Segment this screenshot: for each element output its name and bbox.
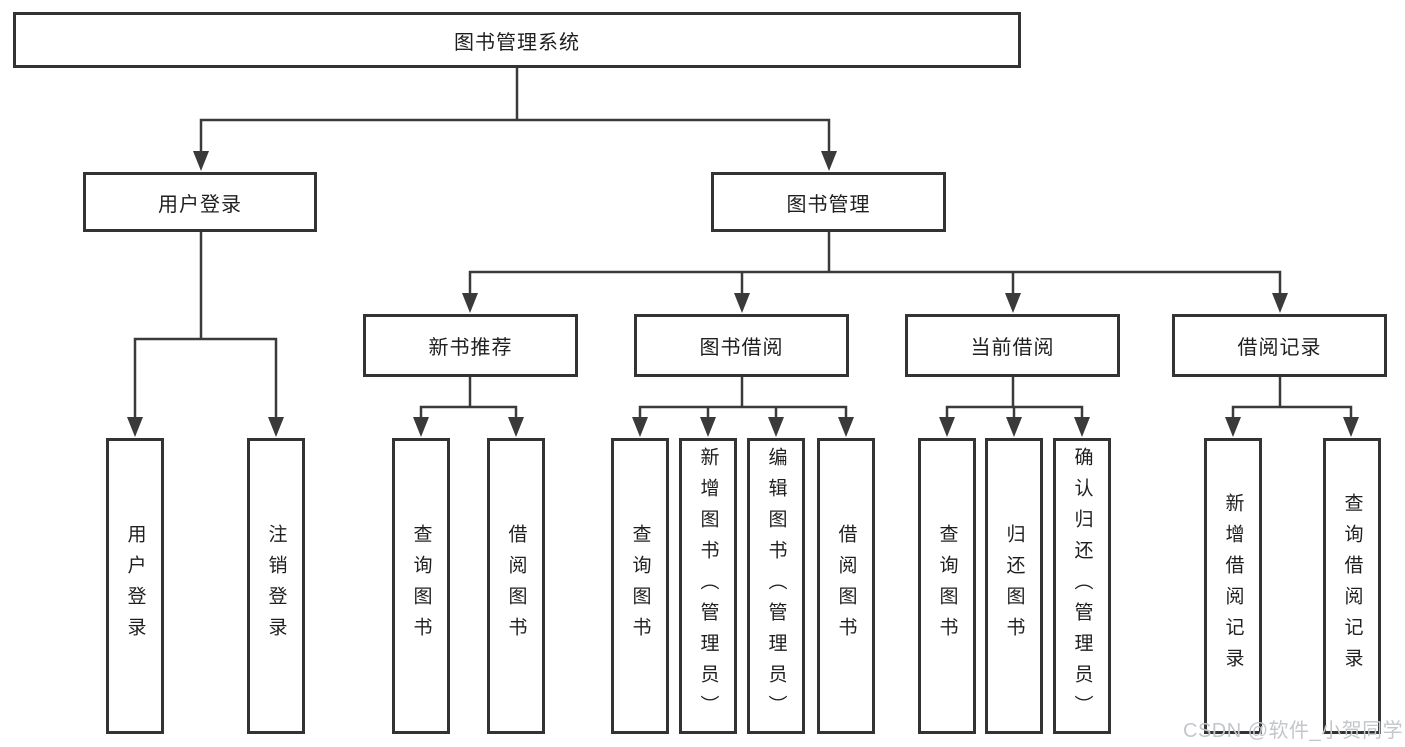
- leaf-borrow-books-recommend-label: 借阅图书: [505, 524, 527, 648]
- arrowhead-icon: [462, 293, 478, 313]
- leaf-edit-book-admin: 编辑图书（管理员）: [747, 438, 805, 734]
- connector-lines: [133, 230, 278, 425]
- leaf-query-borrow-record-label: 查询借阅记录: [1341, 493, 1363, 679]
- node-user-login-label: 用户登录: [158, 193, 242, 216]
- connector-userlogin-to-leaves: [127, 230, 284, 437]
- leaf-logout-label: 注销登录: [265, 524, 287, 648]
- leaf-edit-book-admin-label: 编辑图书（管理员）: [765, 446, 787, 726]
- node-root: 图书管理系统: [13, 12, 1021, 68]
- node-current-borrow-label: 当前借阅: [970, 337, 1055, 359]
- leaf-query-books-borrow: 查询图书: [611, 438, 669, 734]
- csdn-watermark: CSDN @软件_小贺同学: [1183, 720, 1404, 742]
- arrowhead-icon: [1006, 417, 1022, 437]
- node-borrow-records: 借阅记录: [1172, 314, 1387, 377]
- arrowhead-icon: [939, 417, 955, 437]
- leaf-logout: 注销登录: [247, 438, 305, 734]
- arrowhead-icon: [1272, 293, 1288, 313]
- connector-borrow-to-leaves: [632, 375, 854, 437]
- node-book-management-label: 图书管理: [786, 193, 871, 216]
- connector-lines: [638, 375, 848, 425]
- connector-records-to-leaves: [1225, 375, 1359, 437]
- leaf-query-books-recommend: 查询图书: [392, 438, 450, 734]
- node-book-borrow: 图书借阅: [634, 314, 849, 377]
- leaf-add-borrow-record-label: 新增借阅记录: [1222, 493, 1244, 679]
- leaf-add-borrow-record: 新增借阅记录: [1204, 438, 1262, 734]
- arrowhead-icon: [734, 293, 750, 313]
- leaf-confirm-return-admin-label: 确认归还（管理员）: [1071, 446, 1093, 726]
- leaf-user-login: 用户登录: [106, 438, 164, 734]
- leaf-query-borrow-record: 查询借阅记录: [1323, 438, 1381, 734]
- connector-newbook-to-leaves: [413, 375, 524, 437]
- arrowhead-icon: [768, 417, 784, 437]
- arrowhead-icon: [1343, 417, 1359, 437]
- node-user-login: 用户登录: [83, 172, 317, 232]
- connector-lines: [199, 66, 831, 159]
- leaf-add-book-admin: 新增图书（管理员）: [679, 438, 737, 734]
- connector-lines: [468, 230, 1282, 301]
- leaf-borrow-books-borrow-label: 借阅图书: [835, 524, 857, 648]
- leaf-user-login-label: 用户登录: [124, 524, 146, 648]
- node-book-borrow-label: 图书借阅: [699, 337, 784, 359]
- leaf-return-book: 归还图书: [985, 438, 1043, 734]
- connector-lines: [419, 375, 518, 425]
- connector-current-to-leaves: [939, 375, 1090, 437]
- arrowhead-icon: [821, 151, 837, 171]
- leaf-return-book-label: 归还图书: [1003, 524, 1025, 648]
- leaf-query-books-borrow-label: 查询图书: [629, 524, 651, 648]
- connector-lines: [945, 375, 1084, 425]
- connector-lines: [1231, 375, 1353, 425]
- leaf-query-books-recommend-label: 查询图书: [410, 524, 432, 648]
- node-root-label: 图书管理系统: [454, 31, 580, 54]
- arrowhead-icon: [632, 417, 648, 437]
- node-new-book-recommend: 新书推荐: [363, 314, 578, 377]
- node-borrow-records-label: 借阅记录: [1237, 337, 1322, 359]
- arrowhead-icon: [700, 417, 716, 437]
- leaf-add-book-admin-label: 新增图书（管理员）: [697, 446, 719, 726]
- arrowhead-icon: [838, 417, 854, 437]
- leaf-borrow-books-recommend: 借阅图书: [487, 438, 545, 734]
- leaf-confirm-return-admin: 确认归还（管理员）: [1053, 438, 1111, 734]
- arrowhead-icon: [1074, 417, 1090, 437]
- node-current-borrow: 当前借阅: [905, 314, 1120, 377]
- connector-bookmgmt-to-level3: [462, 230, 1288, 313]
- arrowhead-icon: [1225, 417, 1241, 437]
- arrowhead-icon: [413, 417, 429, 437]
- node-new-book-recommend-label: 新书推荐: [428, 337, 513, 359]
- arrowhead-icon: [193, 151, 209, 171]
- arrowhead-icon: [508, 417, 524, 437]
- leaf-query-books-current-label: 查询图书: [936, 524, 958, 648]
- arrowhead-icon: [127, 417, 143, 437]
- node-book-management: 图书管理: [711, 172, 946, 232]
- connector-root-to-level2: [193, 66, 837, 171]
- arrowhead-icon: [268, 417, 284, 437]
- leaf-query-books-current: 查询图书: [918, 438, 976, 734]
- leaf-borrow-books-borrow: 借阅图书: [817, 438, 875, 734]
- arrowhead-icon: [1005, 293, 1021, 313]
